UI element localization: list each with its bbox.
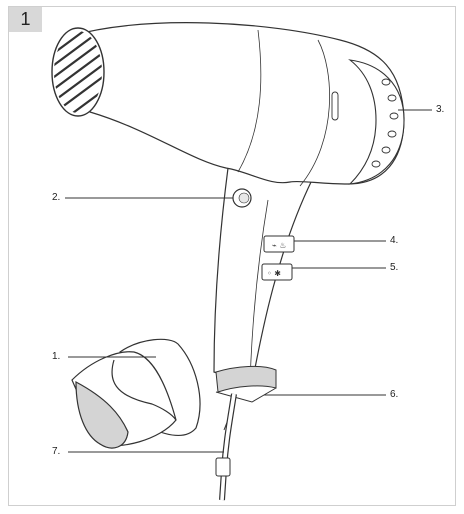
figure-frame — [8, 6, 456, 506]
callout-3-air-intake: 3. — [436, 104, 445, 115]
callout-7-power-cord: 7. — [52, 446, 61, 457]
callout-6-hanging-loop: 6. — [390, 389, 399, 400]
callout-4-heat-switch: 4. — [390, 235, 399, 246]
svg-text:⌁ ♨: ⌁ ♨ — [272, 241, 287, 250]
leader-lines — [65, 109, 432, 453]
heat-switch — [263, 235, 295, 253]
air-intake-ring — [348, 59, 405, 185]
concentrator-nozzle — [71, 338, 201, 449]
callout-1-concentrator: 1. — [52, 351, 61, 362]
dryer-body — [69, 22, 405, 185]
top-slider — [331, 91, 339, 121]
callout-2-cool-shot: 2. — [52, 192, 61, 203]
callout-5-speed-switch: 5. — [390, 262, 399, 273]
svg-text:◦ ✱: ◦ ✱ — [267, 269, 281, 278]
figure-number: 1 — [9, 7, 42, 32]
air-intake-holes — [371, 78, 399, 168]
hanging-loop — [215, 365, 277, 393]
speed-switch — [261, 263, 293, 281]
